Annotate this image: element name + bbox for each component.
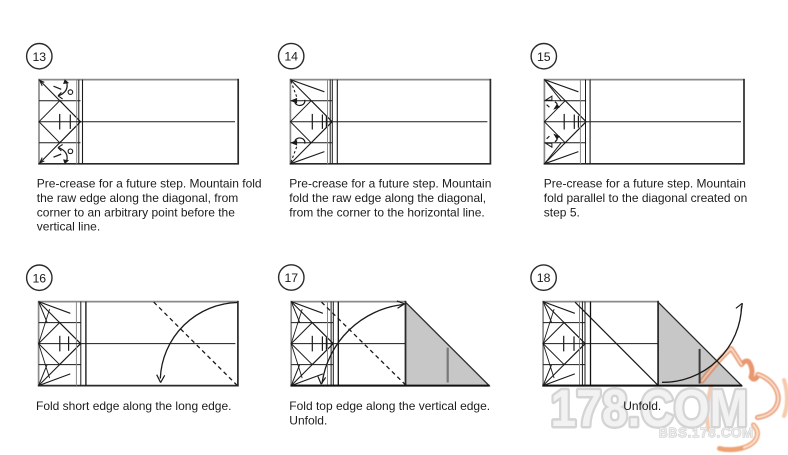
svg-text:Fold short edge along the long: Fold short edge along the long edge. — [36, 399, 231, 413]
svg-text:13: 13 — [32, 50, 46, 64]
svg-text:corner to an arbitrary point b: corner to an arbitrary point before the — [37, 205, 235, 219]
svg-text:vertical line.: vertical line. — [37, 220, 100, 234]
svg-text:from the corner to the horizon: from the corner to the horizontal line. — [289, 205, 484, 219]
svg-text:14: 14 — [284, 50, 298, 64]
svg-text:Pre-crease for a future step.: Pre-crease for a future step. Mountain — [544, 177, 746, 191]
svg-text:step 5.: step 5. — [544, 205, 580, 219]
svg-text:Pre-crease for a future step.: Pre-crease for a future step. Mountain f… — [37, 177, 262, 191]
svg-text:18: 18 — [537, 271, 551, 285]
svg-text:BBS.178.COM: BBS.178.COM — [659, 425, 754, 440]
svg-text:the raw edge along the diagona: the raw edge along the diagonal, from — [37, 191, 238, 205]
svg-text:Fold top edge along the vertic: Fold top edge along the vertical edge. — [289, 399, 490, 413]
svg-text:17: 17 — [284, 271, 298, 285]
svg-text:15: 15 — [537, 50, 551, 64]
svg-text:16: 16 — [32, 271, 46, 285]
svg-text:Unfold.: Unfold. — [289, 414, 327, 428]
svg-text:Pre-crease for a future step.: Pre-crease for a future step. Mountain — [289, 177, 491, 191]
svg-text:Unfold.: Unfold. — [623, 399, 661, 413]
svg-text:fold the raw edge along the di: fold the raw edge along the diagonal, — [289, 191, 486, 205]
svg-text:fold parallel to the diagonal: fold parallel to the diagonal created on — [544, 191, 747, 205]
svg-text:178.COM: 178.COM — [551, 380, 749, 438]
